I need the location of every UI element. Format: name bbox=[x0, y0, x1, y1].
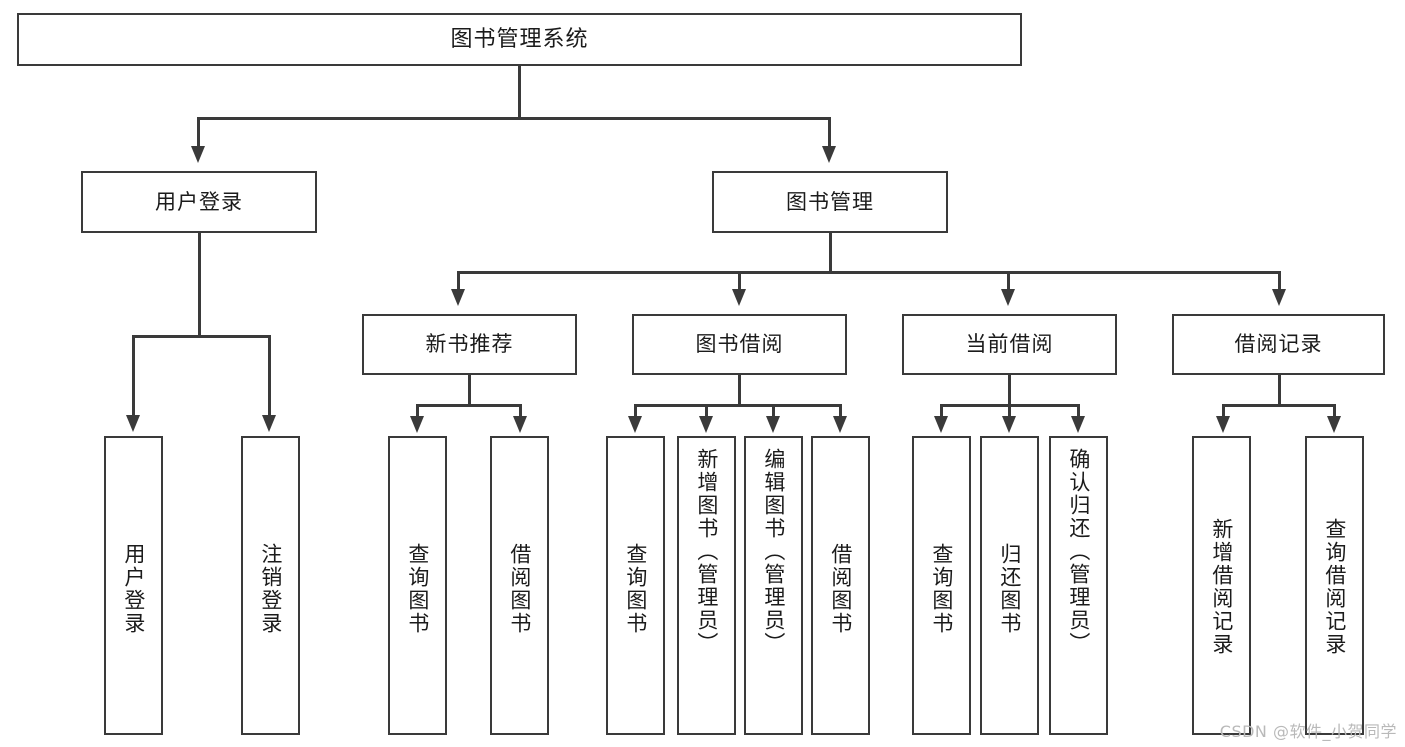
leaf-borrow-book[interactable]: 借阅图书 bbox=[811, 436, 870, 735]
node-book-management[interactable]: 图书管理 bbox=[712, 171, 948, 233]
arrowhead-leaf-borrow-book-2 bbox=[833, 416, 847, 433]
leaf-label: 用户登录 bbox=[121, 543, 146, 635]
connector-to-book-borrow bbox=[738, 271, 741, 291]
connector-root-trunk bbox=[518, 66, 521, 118]
leaf-label: 新增图书（管理员） bbox=[694, 448, 719, 655]
arrowhead-leaf-add-book bbox=[699, 416, 713, 433]
node-book-borrow[interactable]: 图书借阅 bbox=[632, 314, 847, 375]
connector-new-book-trunk bbox=[468, 375, 471, 405]
node-label: 图书管理系统 bbox=[450, 26, 589, 52]
arrowhead-user-login bbox=[191, 146, 205, 163]
arrowhead-new-book-recommend bbox=[451, 289, 465, 306]
connector-borrow-record-drop-1 bbox=[1222, 404, 1225, 418]
node-label: 新书推荐 bbox=[425, 332, 514, 357]
arrowhead-leaf-return-book bbox=[1002, 416, 1016, 433]
leaf-label: 查询图书 bbox=[623, 543, 648, 635]
connector-user-login-drop-2 bbox=[268, 335, 271, 417]
node-label: 图书借阅 bbox=[695, 332, 784, 357]
leaf-label: 借阅图书 bbox=[828, 543, 853, 635]
leaf-label: 编辑图书（管理员） bbox=[761, 448, 786, 655]
connector-current-borrow-trunk bbox=[1008, 375, 1011, 405]
arrowhead-book-manage bbox=[822, 146, 836, 163]
arrowhead-leaf-query-book-1 bbox=[410, 416, 424, 433]
arrowhead-leaf-logout bbox=[262, 415, 276, 432]
node-label: 借阅记录 bbox=[1234, 332, 1323, 357]
node-current-borrow[interactable]: 当前借阅 bbox=[902, 314, 1117, 375]
watermark-text: CSDN @软件_小贺同学 bbox=[1219, 722, 1397, 741]
arrowhead-leaf-user-login bbox=[126, 415, 140, 432]
arrowhead-leaf-add-record bbox=[1216, 416, 1230, 433]
connector-user-login-bar bbox=[132, 335, 271, 338]
connector-book-borrow-drop-1 bbox=[634, 404, 637, 418]
arrowhead-book-borrow bbox=[732, 289, 746, 306]
leaf-label: 确认归还（管理员） bbox=[1066, 448, 1091, 655]
connector-new-book-drop-1 bbox=[416, 404, 419, 418]
leaf-query-book-borrow[interactable]: 查询图书 bbox=[606, 436, 665, 735]
connector-to-current-borrow bbox=[1007, 271, 1010, 291]
connector-book-borrow-drop-4 bbox=[839, 404, 842, 418]
leaf-label: 注销登录 bbox=[258, 543, 283, 635]
arrowhead-current-borrow bbox=[1001, 289, 1015, 306]
connector-new-book-bar bbox=[416, 404, 522, 407]
leaf-label: 查询图书 bbox=[929, 543, 954, 635]
arrowhead-borrow-record bbox=[1272, 289, 1286, 306]
connector-user-login-trunk bbox=[198, 233, 201, 336]
connector-new-book-drop-2 bbox=[519, 404, 522, 418]
leaf-label: 新增借阅记录 bbox=[1209, 518, 1234, 656]
connector-borrow-record-bar bbox=[1222, 404, 1336, 407]
leaf-query-borrow-record[interactable]: 查询借阅记录 bbox=[1305, 436, 1364, 735]
leaf-return-book[interactable]: 归还图书 bbox=[980, 436, 1039, 735]
leaf-user-login[interactable]: 用户登录 bbox=[104, 436, 163, 735]
arrowhead-leaf-confirm-return bbox=[1071, 416, 1085, 433]
leaf-label: 查询图书 bbox=[405, 543, 430, 635]
connector-book-manage-bar bbox=[457, 271, 1281, 274]
connector-book-borrow-drop-2 bbox=[705, 404, 708, 418]
leaf-add-borrow-record[interactable]: 新增借阅记录 bbox=[1192, 436, 1251, 735]
arrowhead-leaf-query-book-3 bbox=[934, 416, 948, 433]
node-label: 用户登录 bbox=[155, 189, 243, 214]
leaf-add-book[interactable]: 新增图书（管理员） bbox=[677, 436, 736, 735]
connector-borrow-record-drop-2 bbox=[1333, 404, 1336, 418]
leaf-logout[interactable]: 注销登录 bbox=[241, 436, 300, 735]
connector-current-borrow-drop-2 bbox=[1008, 404, 1011, 418]
leaf-label: 查询借阅记录 bbox=[1322, 518, 1347, 656]
connector-user-login-drop-1 bbox=[132, 335, 135, 417]
leaf-confirm-return[interactable]: 确认归还（管理员） bbox=[1049, 436, 1108, 735]
arrowhead-leaf-query-book-2 bbox=[628, 416, 642, 433]
connector-to-new-book bbox=[457, 271, 460, 291]
leaf-query-book-current[interactable]: 查询图书 bbox=[912, 436, 971, 735]
node-label: 图书管理 bbox=[786, 189, 874, 214]
connector-to-borrow-record bbox=[1278, 271, 1281, 291]
arrowhead-leaf-edit-book bbox=[766, 416, 780, 433]
leaf-label: 借阅图书 bbox=[507, 543, 532, 635]
connector-borrow-record-trunk bbox=[1278, 375, 1281, 405]
connector-current-borrow-drop-3 bbox=[1077, 404, 1080, 418]
connector-book-manage-trunk bbox=[829, 233, 832, 273]
leaf-borrow-book-recommend[interactable]: 借阅图书 bbox=[490, 436, 549, 735]
node-user-login[interactable]: 用户登录 bbox=[81, 171, 317, 233]
node-new-book-recommend[interactable]: 新书推荐 bbox=[362, 314, 577, 375]
leaf-label: 归还图书 bbox=[997, 543, 1022, 635]
connector-to-user-login bbox=[197, 117, 200, 148]
connector-root-bar bbox=[197, 117, 831, 120]
connector-current-borrow-drop-1 bbox=[940, 404, 943, 418]
connector-book-borrow-drop-3 bbox=[772, 404, 775, 418]
arrowhead-leaf-borrow-book-1 bbox=[513, 416, 527, 433]
leaf-query-book-recommend[interactable]: 查询图书 bbox=[388, 436, 447, 735]
connector-book-borrow-bar bbox=[634, 404, 842, 407]
node-borrow-record[interactable]: 借阅记录 bbox=[1172, 314, 1385, 375]
arrowhead-leaf-query-record bbox=[1327, 416, 1341, 433]
leaf-edit-book[interactable]: 编辑图书（管理员） bbox=[744, 436, 803, 735]
connector-to-book-manage bbox=[828, 117, 831, 148]
node-label: 当前借阅 bbox=[965, 332, 1054, 357]
node-root-system[interactable]: 图书管理系统 bbox=[17, 13, 1022, 66]
connector-book-borrow-trunk bbox=[738, 375, 741, 405]
